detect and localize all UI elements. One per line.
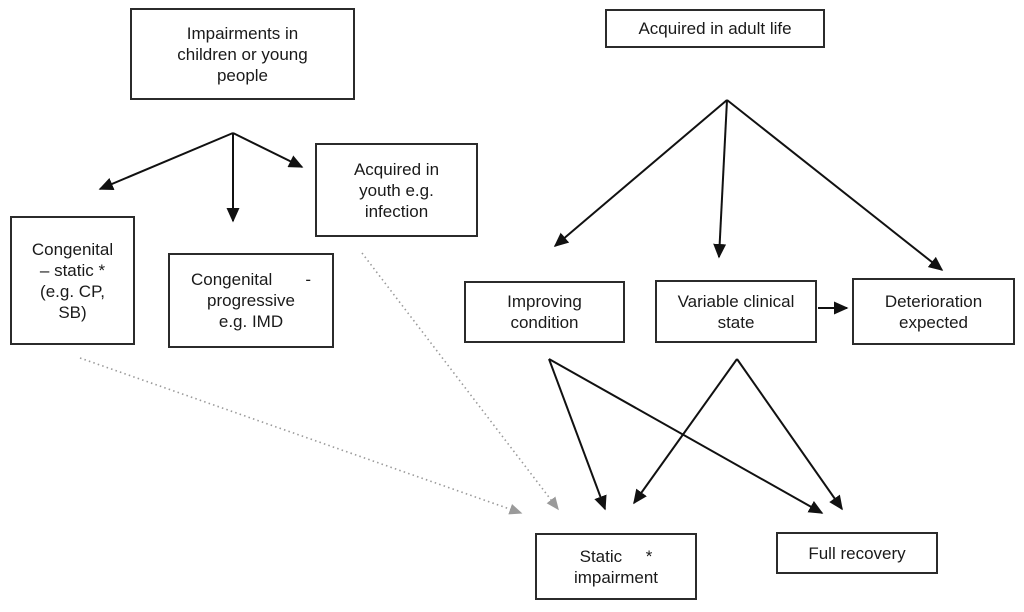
edge-adult-life-to-variable <box>713 99 728 259</box>
node-impairments-children-young-people: Impairments in children or young people <box>130 8 355 100</box>
node-deterioration-expected: Deterioration expected <box>852 278 1015 345</box>
edge-congenital-static-to-static-impairment <box>79 357 523 515</box>
edge-impairments-to-congenital-static <box>98 132 234 190</box>
node-congenital-static: Congenital – static * (e.g. CP, SB) <box>10 216 135 345</box>
edge-acquired-in-youth-to-static-impairment <box>361 252 559 511</box>
edge-improving-to-static-impairment <box>548 358 607 511</box>
edge-adult-life-to-improving <box>553 99 728 247</box>
edge-improving-to-full-recovery <box>548 358 824 514</box>
edge-impairments-to-acquired-in-youth <box>232 132 304 168</box>
node-congenital-progressive: Congenital - progressive e.g. IMD <box>168 253 334 348</box>
edge-variable-to-full-recovery <box>736 358 843 511</box>
node-improving-condition: Improving condition <box>464 281 625 343</box>
node-acquired-in-adult-life: Acquired in adult life <box>605 9 825 48</box>
node-variable-clinical-state: Variable clinical state <box>655 280 817 343</box>
node-full-recovery: Full recovery <box>776 532 938 574</box>
edge-adult-life-to-deterioration <box>726 99 944 271</box>
edge-variable-to-static-impairment <box>633 358 738 505</box>
node-acquired-in-youth: Acquired in youth e.g. infection <box>315 143 478 237</box>
node-static-impairment: Static * impairment <box>535 533 697 600</box>
